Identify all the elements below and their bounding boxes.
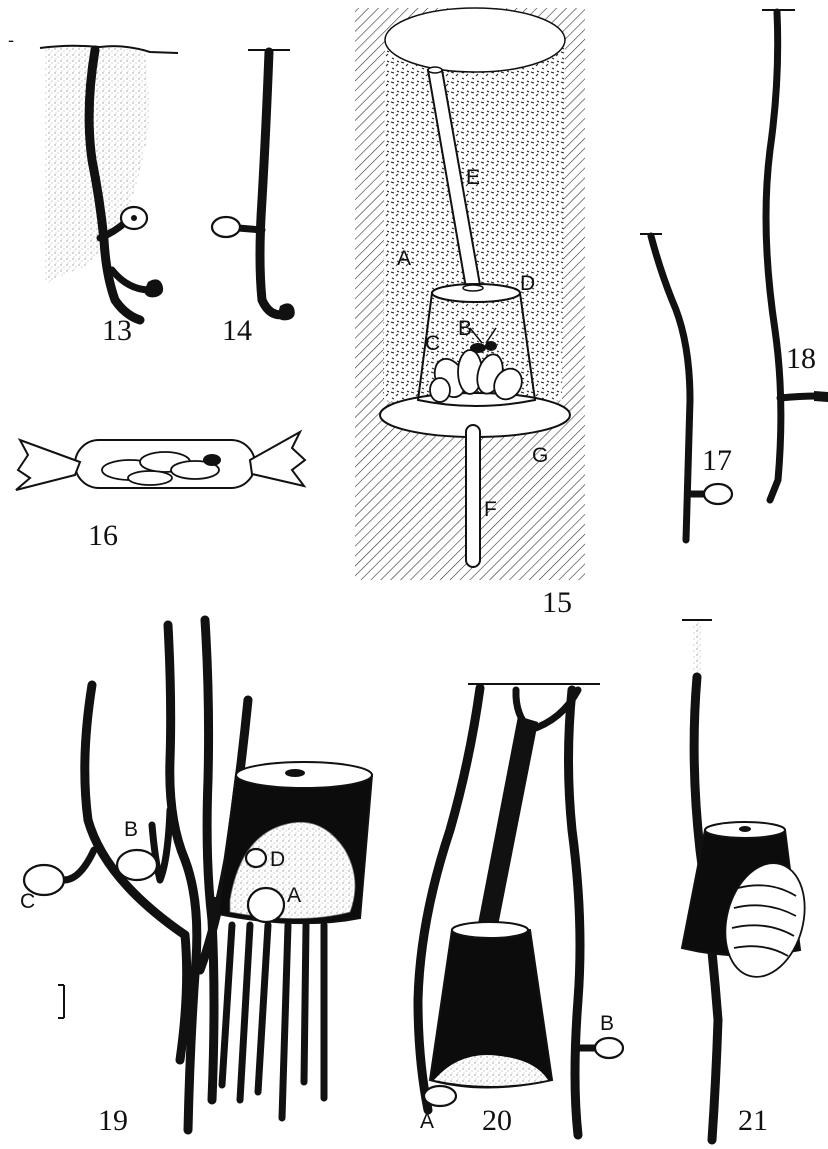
- brood-cell-a: [248, 888, 284, 922]
- burrow-shaft-right: [569, 690, 581, 1135]
- brood-cell: [704, 484, 732, 504]
- burrow-main-shaft: [651, 236, 690, 540]
- wrap-twist-right: [250, 432, 305, 486]
- burrow-main-shaft: [766, 12, 781, 500]
- brood-cell-b: [595, 1038, 623, 1058]
- figure-number-21: 21: [738, 1104, 768, 1137]
- brood-cell-a: [424, 1086, 456, 1106]
- figure-number-15: 15: [542, 586, 572, 619]
- brood-cell: [212, 217, 240, 237]
- cup-inverted: [430, 922, 552, 1088]
- burrow-lateral: [780, 396, 818, 398]
- figure-number-13: 13: [102, 314, 132, 347]
- figure-number-19: 19: [98, 1104, 128, 1137]
- rod-f: [466, 425, 480, 567]
- brood-cell-terminal: [814, 391, 828, 402]
- column-top-opening: [385, 8, 565, 72]
- burrow-main-shaft: [260, 52, 285, 315]
- figure-number-17: 17: [702, 444, 732, 477]
- brood-cell-d: [246, 849, 266, 867]
- figure-number-14: 14: [222, 314, 252, 347]
- brood-cell-terminal: [278, 303, 295, 320]
- figure-number-16: 16: [88, 519, 118, 552]
- figure-13: 13: [40, 46, 178, 347]
- label-15-a: A: [397, 247, 411, 270]
- figure-18: 18: [762, 10, 828, 500]
- wasp-in-wrap: [203, 454, 221, 466]
- burrow-lateral-lower: [112, 270, 150, 290]
- figure-17: 17: [640, 234, 732, 540]
- soil-column-dark: [476, 716, 538, 936]
- roots-below-cup: [222, 925, 324, 1118]
- label-15-e: E: [466, 166, 480, 189]
- page-mark: -: [8, 30, 14, 51]
- label-20-a: A: [420, 1110, 434, 1133]
- label-15-c: C: [425, 332, 440, 355]
- label-15-b: B: [458, 317, 472, 340]
- lateral-to-c: [64, 850, 94, 880]
- brood-cell-b: [117, 850, 157, 880]
- figure-number-18: 18: [786, 342, 816, 375]
- stippled-shaft-top: [693, 622, 702, 677]
- label-15-d: D: [520, 272, 535, 295]
- label-19-a: A: [287, 884, 301, 907]
- figure-20: A B 20: [418, 684, 623, 1137]
- label-15-f: F: [484, 498, 497, 521]
- figure-number-20: 20: [482, 1104, 512, 1137]
- figure-21: 21: [682, 620, 817, 1140]
- figure-15: A B C D E F G 15: [355, 8, 585, 619]
- label-19-c: C: [20, 890, 35, 913]
- wrap-twist-left: [16, 440, 80, 490]
- burrow-lateral: [238, 228, 262, 230]
- label-19-d: D: [270, 848, 285, 871]
- burrow-shaft-right: [205, 620, 214, 1100]
- brood-cell-terminal: [144, 279, 163, 297]
- figure-14: 14: [212, 50, 295, 347]
- label-15-g: G: [532, 444, 548, 467]
- label-19-b: B: [124, 818, 138, 841]
- label-20-b: B: [600, 1012, 614, 1035]
- figure-16: 16: [16, 432, 305, 552]
- figure-19: A B C D 19: [20, 620, 372, 1137]
